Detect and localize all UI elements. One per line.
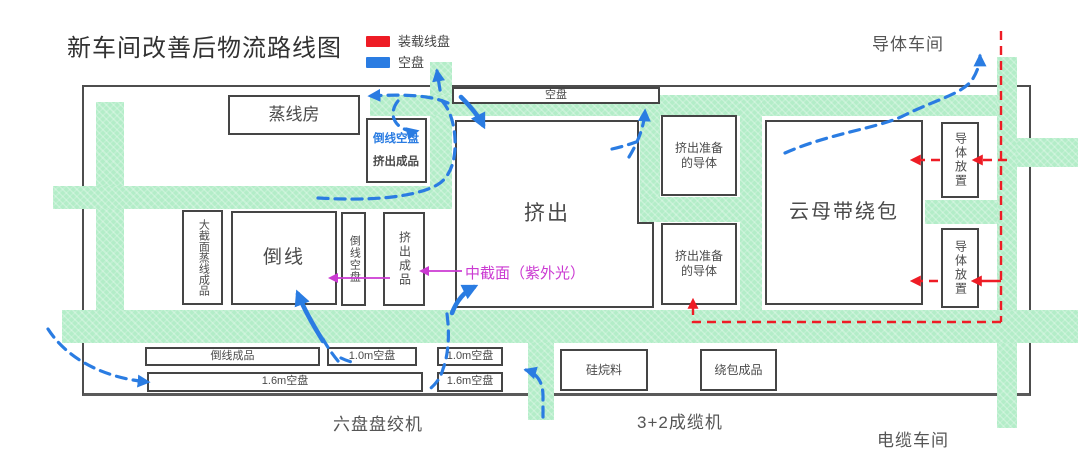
room-conductor-placement-2: 导体放置 xyxy=(941,228,979,308)
prep-conductor-2-line2: 的导体 xyxy=(680,264,717,278)
corridor-right-vertical xyxy=(997,57,1017,428)
corridor-upper-horizontal xyxy=(53,186,433,209)
legend-loaded-reel-label: 装载线盘 xyxy=(398,34,451,49)
plant-outer-wall xyxy=(82,85,1031,396)
legend-empty-reel-swatch xyxy=(366,57,390,68)
shelf-reel-16m-a: 1.6m空盘 xyxy=(147,372,423,392)
legend-loaded-reel-swatch xyxy=(366,36,390,47)
shelf-reel-10m-a: 1.0m空盘 xyxy=(327,347,417,366)
room-wrapped-product: 绕包成品 xyxy=(700,349,777,391)
room-rewinding: 倒线 xyxy=(231,211,337,305)
room-rewind-empty-extrusion-product: 倒线空盘 挤出成品 xyxy=(366,118,427,183)
room-boxA-line2: 挤出成品 xyxy=(373,156,419,168)
uv-annotation-label: 中截面（紫外光） xyxy=(465,265,586,282)
room-steam-room: 蒸线房 xyxy=(228,95,360,135)
room-boxA-line1: 倒线空盘 xyxy=(373,132,419,145)
shelf-empty-reel: 空盘 xyxy=(452,87,660,104)
label-six-reel-strander: 六盘盘绞机 xyxy=(333,415,423,434)
room-extrusion: 挤出 xyxy=(455,120,639,308)
corridor-mica-left xyxy=(740,95,762,343)
label-conductor-workshop: 导体车间 xyxy=(872,35,944,54)
shelf-reel-16m-b: 1.6m空盘 xyxy=(437,372,503,392)
corridor-center-vertical xyxy=(430,62,452,209)
corridor-right-arm xyxy=(1017,138,1078,167)
prep-conductor-1-line2: 的导体 xyxy=(680,155,717,170)
room-rewind-empty-reel: 倒线空盘 xyxy=(341,212,366,306)
prep-conductor-2-line1: 挤出准备 xyxy=(674,249,723,263)
label-cable-workshop: 电缆车间 xyxy=(877,431,949,450)
room-prep-conductor-2: 挤出准备 的导体 xyxy=(661,223,737,305)
shelf-reel-10m-b: 1.0m空盘 xyxy=(437,347,503,366)
shelf-rewind-product: 倒线成品 xyxy=(145,347,320,366)
room-prep-conductor-1: 挤出准备 的导体 xyxy=(661,115,737,196)
room-silane-material: 硅烷料 xyxy=(560,349,648,391)
room-big-section-steam-product: 大截面蒸线成品 xyxy=(182,210,223,305)
page-title: 新车间改善后物流路线图 xyxy=(67,35,342,62)
label-cabling-machine: 3+2成缆机 xyxy=(637,413,723,432)
room-extrusion-product: 挤出成品 xyxy=(383,212,425,306)
prep-conductor-1-line1: 挤出准备 xyxy=(674,140,723,155)
legend-empty-reel-label: 空盘 xyxy=(398,55,425,70)
corridor-main-horizontal xyxy=(62,310,1078,343)
corridor-left-vertical xyxy=(96,102,124,343)
room-conductor-placement-1: 导体放置 xyxy=(941,122,979,198)
room-mica-tape-wrapping: 云母带绕包 xyxy=(765,120,923,305)
corridor-bottom-gap xyxy=(528,343,554,420)
room-extrusion-flange xyxy=(637,222,654,308)
